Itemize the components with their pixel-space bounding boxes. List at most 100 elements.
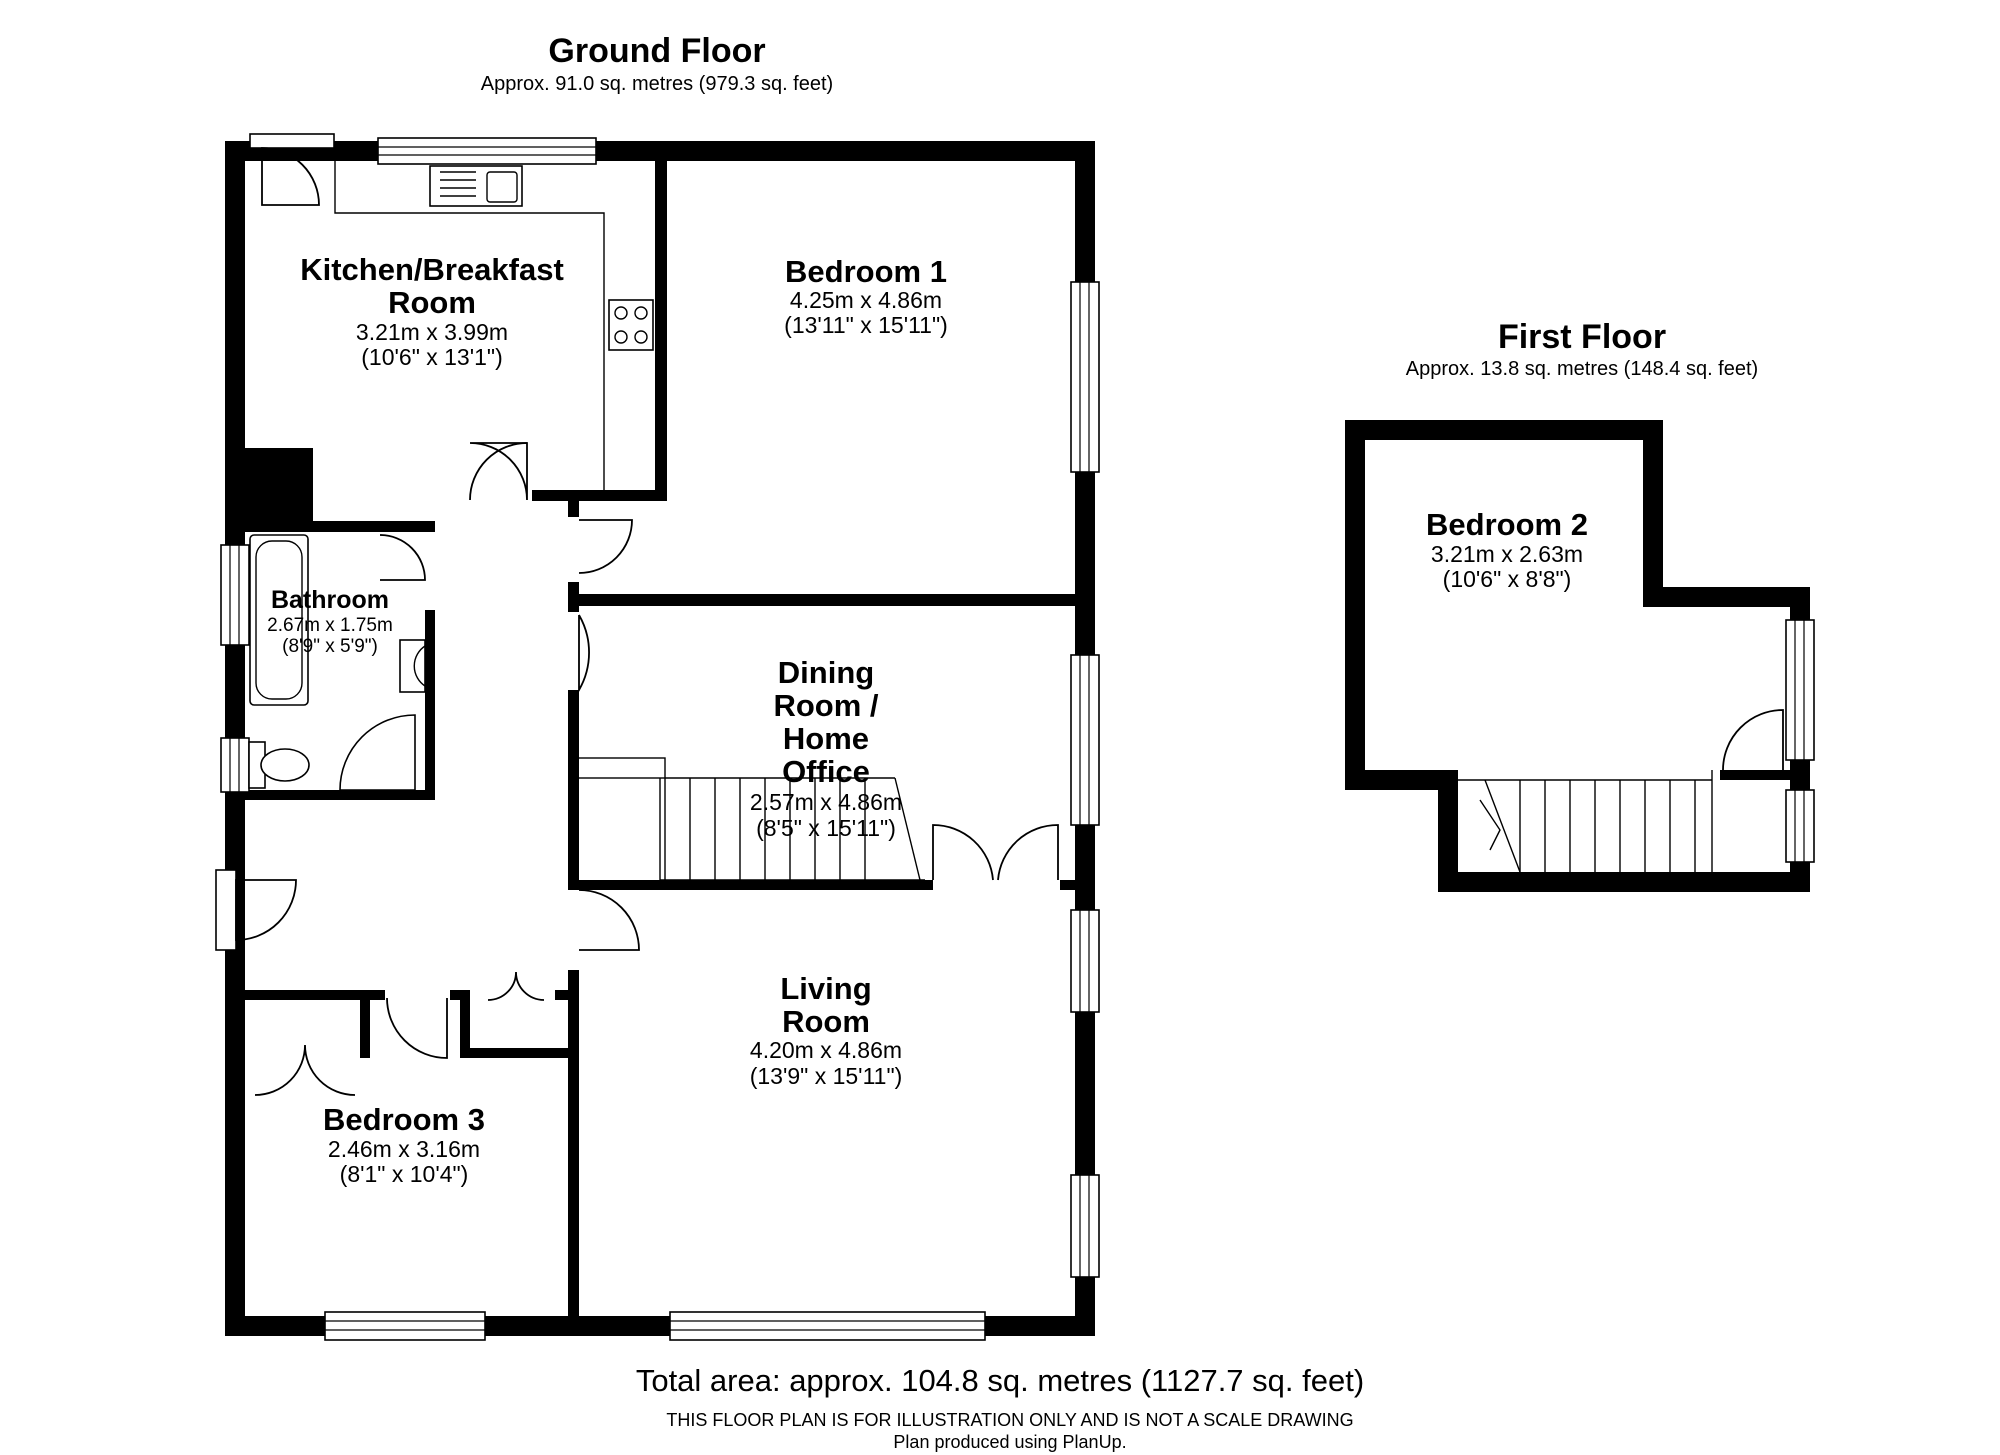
bathroom-fixtures — [248, 534, 426, 791]
ff-wall-bottom-left — [1345, 770, 1458, 790]
bath-icon — [249, 534, 309, 706]
room-metric: 2.57m x 4.86m — [750, 789, 902, 815]
basin-icon — [399, 639, 426, 693]
ground-floor-plan — [215, 133, 1100, 1341]
room-imperial: (13'9" x 15'11") — [750, 1063, 903, 1089]
window-bathroom — [220, 544, 250, 646]
ff-window-upper — [1785, 619, 1815, 761]
room-metric: 3.21m x 2.63m — [1431, 541, 1583, 567]
room-name: Bathroom — [271, 586, 389, 614]
room-name: Bedroom 3 — [323, 1102, 485, 1137]
room-label-living: Living Room 4.20m x 4.86m (13'9" x 15'11… — [750, 971, 903, 1089]
room-name: Home — [783, 721, 869, 756]
door-double-living — [932, 824, 1059, 881]
door-kitchen-arc — [469, 442, 528, 501]
window-wc — [220, 737, 250, 793]
room-label-kitchen: Kitchen/Breakfast Room 3.21m x 3.99m (10… — [300, 252, 564, 370]
total-area: Total area: approx. 104.8 sq. metres (11… — [636, 1363, 1364, 1398]
wall-dining-bottom-right — [1060, 880, 1075, 890]
hob-icon — [608, 299, 654, 351]
ff-wall-stair-left — [1438, 770, 1458, 892]
staircase-ground — [574, 757, 925, 881]
wall-bathroom-bottom — [245, 790, 435, 800]
ff-wall-stair-top — [1720, 770, 1790, 780]
ff-wall-step-horizontal — [1643, 587, 1810, 607]
room-name: Bedroom 1 — [785, 254, 947, 289]
ff-wall-left — [1345, 420, 1365, 790]
back-door — [249, 133, 335, 206]
room-label-bedroom2: Bedroom 2 3.21m x 2.63m (10'6" x 8'8") — [1426, 507, 1588, 592]
ff-window-lower — [1785, 789, 1815, 863]
wall-hall-right-dining — [568, 690, 579, 890]
ff-wall-top — [1345, 420, 1663, 440]
door-dining — [578, 614, 590, 694]
window-living-upper — [1070, 909, 1100, 1013]
credit: Plan produced using PlanUp. — [893, 1432, 1126, 1452]
wall-hall-right-upper — [568, 501, 579, 517]
room-name: Bedroom 2 — [1426, 507, 1588, 542]
door-cupboard — [487, 971, 545, 1001]
room-label-dining: Dining Room / Home Office 2.57m x 4.86m … — [750, 655, 902, 841]
room-metric: 2.67m x 1.75m — [267, 615, 393, 636]
window-living-bottom — [669, 1311, 986, 1341]
door-living — [578, 889, 640, 951]
room-imperial: (13'11" x 15'11") — [784, 312, 948, 338]
outer-wall-top — [225, 141, 1095, 161]
door-bedroom1 — [578, 519, 633, 574]
wall-cupboard-left — [460, 990, 470, 1058]
first-floor-plan — [1345, 420, 1815, 892]
wall-bedroom1-bottom — [570, 594, 1075, 606]
window-kitchen — [377, 137, 597, 165]
room-metric: 4.25m x 4.86m — [790, 287, 942, 313]
room-imperial: (8'9" x 5'9") — [282, 636, 378, 657]
disclaimer: THIS FLOOR PLAN IS FOR ILLUSTRATION ONLY… — [666, 1410, 1353, 1430]
wall-cupboard-top — [555, 990, 570, 1000]
first-floor-area: Approx. 13.8 sq. metres (148.4 sq. feet) — [1406, 358, 1758, 380]
room-label-bathroom: Bathroom 2.67m x 1.75m (8'9" x 5'9") — [267, 586, 393, 657]
wall-dining-bottom — [568, 880, 933, 890]
door-bedroom3 — [386, 997, 448, 1059]
room-imperial: (8'5" x 15'11") — [756, 815, 896, 841]
room-name: Kitchen/Breakfast — [300, 252, 564, 287]
ground-floor-title: Ground Floor — [548, 32, 765, 70]
wall-cupboard-bottom — [460, 1048, 570, 1058]
room-label-bedroom3: Bedroom 3 2.46m x 3.16m (8'1" x 10'4") — [323, 1102, 485, 1187]
staircase-first — [1458, 770, 1713, 873]
room-name: Office — [782, 754, 870, 789]
wall-kitchen-bottom — [532, 490, 667, 501]
front-door — [215, 869, 297, 951]
room-imperial: (8'1" x 10'4") — [340, 1161, 469, 1187]
window-dining — [1070, 654, 1100, 826]
wall-kitchen-bedroom1 — [655, 161, 667, 501]
room-imperial: (10'6" x 13'1") — [361, 344, 502, 370]
wall-hall-right-mid — [568, 582, 579, 612]
room-name: Room — [388, 285, 476, 320]
door-bathroom — [379, 534, 426, 581]
window-bedroom3 — [324, 1311, 486, 1341]
ff-wall-step-vertical — [1643, 420, 1663, 605]
room-imperial: (10'6" x 8'8") — [1443, 566, 1572, 592]
room-metric: 2.46m x 3.16m — [328, 1136, 480, 1162]
wall-bathroom-right — [425, 610, 435, 800]
shower-icon — [339, 714, 416, 791]
wall-bathroom-top — [245, 521, 435, 532]
chimney-block — [245, 448, 313, 530]
first-floor-title: First Floor — [1498, 318, 1666, 356]
door-kitchen — [469, 442, 528, 501]
wall-cupboard-divider — [360, 998, 370, 1058]
kitchen-units — [334, 161, 654, 501]
ff-door — [1722, 709, 1784, 771]
room-name: Room — [782, 1004, 870, 1039]
ground-floor-area: Approx. 91.0 sq. metres (979.3 sq. feet) — [481, 73, 833, 95]
door-wardrobe — [254, 1044, 356, 1096]
room-label-bedroom1: Bedroom 1 4.25m x 4.86m (13'11" x 15'11"… — [784, 254, 948, 338]
window-bedroom1 — [1070, 281, 1100, 473]
room-name: Room / — [773, 688, 878, 723]
wall-living-left — [568, 970, 579, 1316]
room-name: Dining — [778, 655, 874, 690]
window-living-lower — [1070, 1174, 1100, 1278]
room-metric: 4.20m x 4.86m — [750, 1037, 902, 1063]
room-name: Living — [780, 971, 871, 1006]
room-metric: 3.21m x 3.99m — [356, 319, 508, 345]
